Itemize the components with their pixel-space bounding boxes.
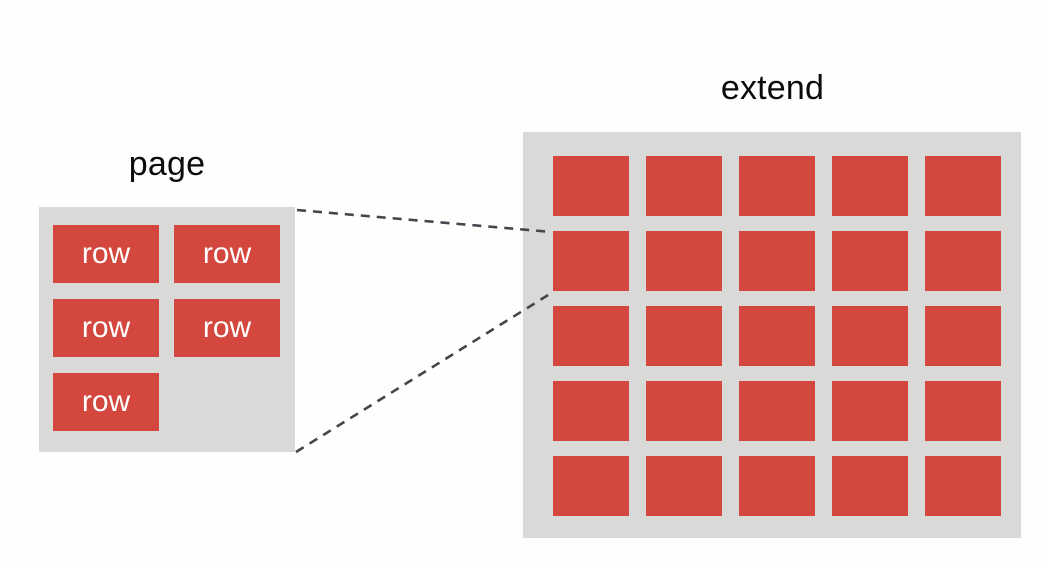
extend-cell[interactable] [553, 156, 629, 216]
extend-cell[interactable] [553, 306, 629, 366]
extend-cell[interactable] [553, 231, 629, 291]
extend-cell[interactable] [925, 306, 1001, 366]
extend-cell[interactable] [553, 456, 629, 516]
extend-cell[interactable] [832, 306, 908, 366]
connector-line-top [296, 208, 553, 234]
extend-cell[interactable] [925, 456, 1001, 516]
page-row-3[interactable]: row [53, 299, 159, 357]
extend-cell[interactable] [925, 156, 1001, 216]
extend-cell[interactable] [553, 381, 629, 441]
extend-cell[interactable] [925, 381, 1001, 441]
extend-cell[interactable] [832, 231, 908, 291]
extend-cell[interactable] [739, 306, 815, 366]
extend-label: extend [720, 69, 825, 107]
connector-line-bottom [295, 290, 554, 454]
extend-cell[interactable] [739, 381, 815, 441]
extend-cell[interactable] [646, 381, 722, 441]
page-row-4[interactable]: row [174, 299, 280, 357]
page-row-5[interactable]: row [53, 373, 159, 431]
extend-cell[interactable] [646, 156, 722, 216]
page-row-2[interactable]: row [174, 225, 280, 283]
extend-cell[interactable] [646, 231, 722, 291]
page-row-1[interactable]: row [53, 225, 159, 283]
extend-cell[interactable] [646, 456, 722, 516]
extend-cell[interactable] [925, 231, 1001, 291]
page-label: page [128, 145, 206, 183]
extend-cell[interactable] [739, 231, 815, 291]
extend-cell[interactable] [832, 156, 908, 216]
extend-cell[interactable] [646, 306, 722, 366]
extend-grid [553, 156, 1001, 516]
extend-cell[interactable] [832, 456, 908, 516]
extend-cell[interactable] [739, 156, 815, 216]
extend-cell[interactable] [739, 456, 815, 516]
extend-cell[interactable] [832, 381, 908, 441]
page-container: row row row row row [39, 207, 295, 452]
